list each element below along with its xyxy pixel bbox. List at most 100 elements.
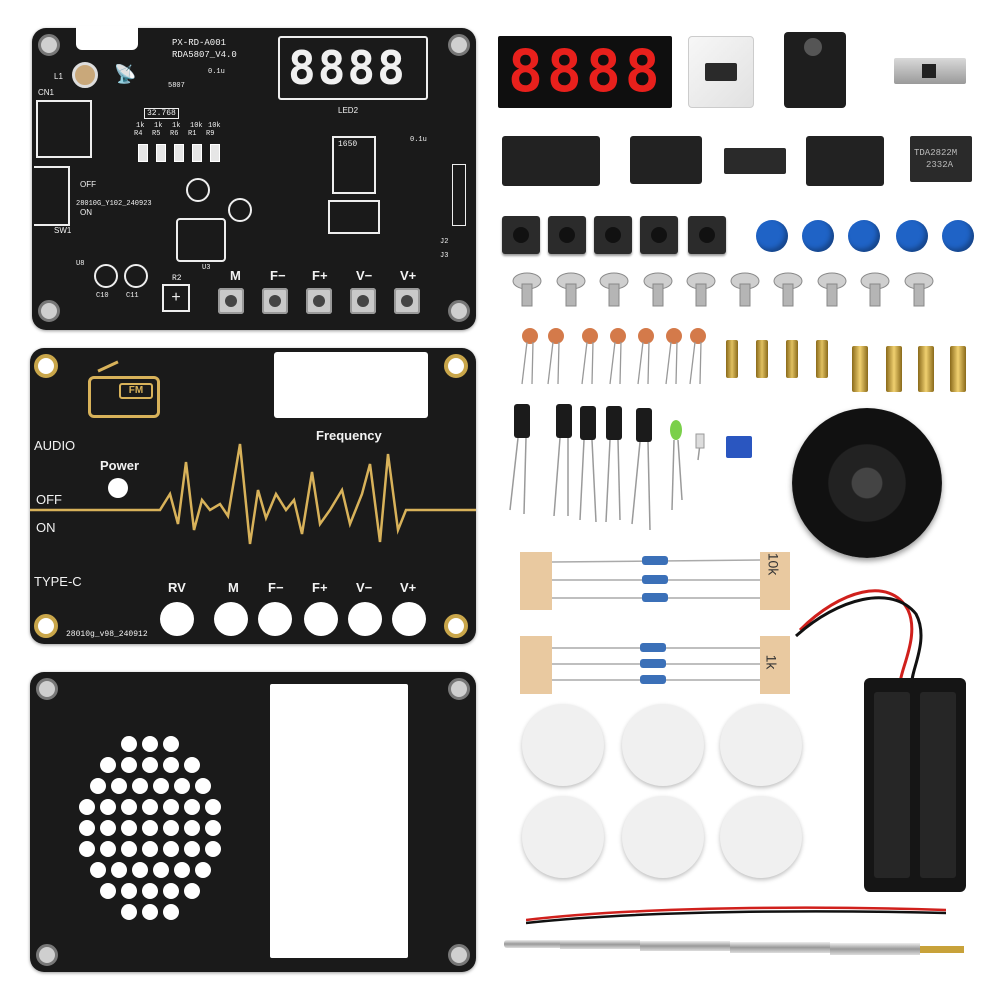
radio-handle	[97, 360, 119, 373]
wave-line	[30, 443, 476, 545]
wire-red	[798, 589, 914, 685]
key-pad	[394, 288, 420, 314]
u4-label: 1650	[338, 140, 358, 149]
brass-standoff	[756, 340, 768, 378]
crystal-label: 32.768	[144, 108, 179, 119]
display-digits: 8888	[288, 41, 407, 95]
c11-label: C11	[126, 292, 139, 300]
grill-hole	[79, 799, 95, 815]
grill-hole	[184, 841, 200, 857]
resistor-pad	[156, 144, 166, 162]
resistor-ref: R5	[152, 130, 161, 138]
grill-hole	[184, 799, 200, 815]
cap-footprint	[186, 178, 210, 202]
tactile-button	[548, 216, 586, 254]
u3-label: U3	[202, 264, 211, 272]
screw	[817, 272, 846, 307]
grill-hole	[121, 799, 137, 815]
tactile-button	[688, 216, 726, 254]
j3-label: J3	[440, 252, 449, 260]
switch-footprint	[34, 166, 70, 226]
grill-hole	[121, 841, 137, 857]
tactile-button	[502, 216, 540, 254]
grill-hole	[142, 904, 158, 920]
battery-window	[270, 684, 408, 958]
brass-standoff	[726, 340, 738, 378]
display-window	[274, 352, 428, 418]
led-label: LED2	[338, 106, 359, 115]
battery-slot	[920, 692, 956, 878]
key-pad	[350, 288, 376, 314]
screw	[860, 272, 890, 307]
u1-footprint	[328, 200, 380, 234]
resistor-pad	[210, 144, 220, 162]
led-green	[670, 420, 682, 440]
grill-hole	[163, 736, 179, 752]
tape	[760, 636, 790, 694]
grill-hole	[89, 862, 106, 878]
grill-hole	[142, 757, 158, 773]
tape	[760, 552, 790, 610]
trimmer-potentiometer	[726, 436, 752, 458]
grill-hole	[194, 778, 211, 794]
button-cap	[942, 220, 974, 252]
mount-hole	[448, 944, 470, 966]
cap-footprint	[228, 198, 252, 222]
u8-label: U8	[76, 260, 85, 268]
button-label-f-plus: F+	[312, 580, 328, 595]
resistor-body	[640, 643, 666, 652]
screw	[730, 272, 759, 307]
button-label-v-plus: V+	[400, 580, 417, 595]
button-hole	[258, 602, 292, 636]
on-label: ON	[80, 208, 92, 217]
grill-hole	[205, 799, 221, 815]
grill-hole	[163, 820, 179, 836]
mount-hole	[38, 34, 60, 56]
resistor-ref: R1	[188, 130, 197, 138]
ic-bag	[630, 136, 702, 184]
cn-connector	[36, 100, 92, 158]
resistor-ref: R4	[134, 130, 143, 138]
resistor-value: 1k	[136, 122, 145, 130]
electrolytic-capacitors	[509, 404, 752, 531]
resistor-ref: R6	[170, 130, 179, 138]
back-panel-board	[30, 672, 476, 972]
resistor-tape-strip-2	[520, 636, 790, 694]
antenna-segment	[830, 943, 920, 955]
key-label-m: M	[230, 268, 241, 283]
brass-standoff	[950, 346, 966, 392]
grill-hole	[100, 841, 116, 857]
ceramic-capacitor	[665, 328, 682, 385]
mount-hole	[36, 678, 58, 700]
grill-hole	[121, 757, 137, 773]
mount-hole	[448, 34, 470, 56]
cn-label: CN1	[38, 88, 55, 97]
ic-bag	[502, 136, 600, 186]
antenna-segment	[504, 940, 564, 948]
brass-standoff	[786, 340, 798, 378]
audio-label: AUDIO	[34, 438, 76, 453]
resistor-pad	[174, 144, 184, 162]
key-pad	[306, 288, 332, 314]
grill-hole	[110, 778, 127, 794]
grill-hole	[142, 736, 158, 752]
inductor-coil	[72, 62, 98, 88]
grill-hole	[121, 904, 137, 920]
resistor-body	[640, 659, 666, 668]
resistor-tape-label-1k: 1k	[763, 654, 780, 670]
battery-holder	[864, 678, 966, 892]
grill-hole	[121, 883, 137, 899]
grill-hole	[89, 778, 106, 794]
ic-label: TDA2822M	[914, 148, 958, 158]
mount-hole	[38, 300, 60, 322]
button-cap	[802, 220, 834, 252]
grill-hole	[121, 820, 137, 836]
grill-hole	[100, 883, 116, 899]
version-label: 28010G_Y102_240923	[76, 200, 152, 208]
grill-hole	[163, 841, 179, 857]
u4-footprint: 1650	[332, 136, 376, 194]
sw-label: SW1	[54, 226, 72, 235]
foam-pad	[522, 796, 604, 878]
key-label-v-plus: V+	[400, 268, 417, 283]
resistor-body	[642, 593, 668, 602]
